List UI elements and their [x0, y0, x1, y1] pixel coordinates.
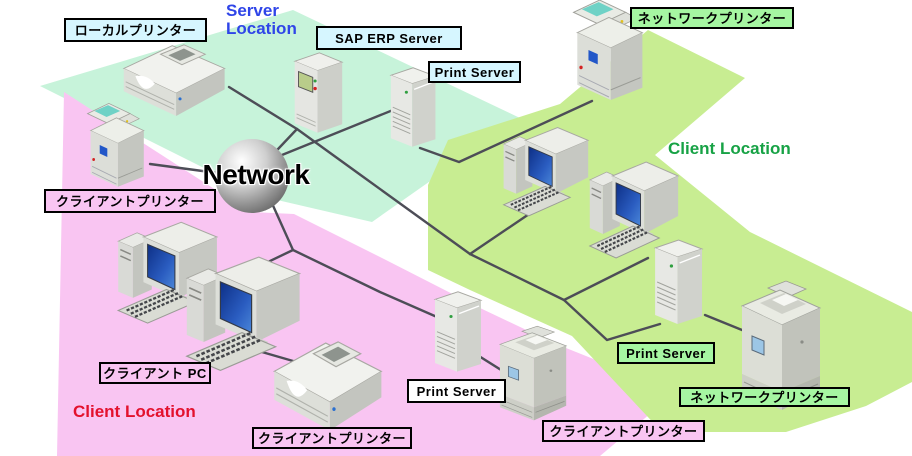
network-hub-label: Network — [202, 159, 310, 190]
client-printer-left-label: クライアントプリンター — [44, 189, 216, 213]
cable-hub-printserver-top — [275, 106, 400, 159]
client-location-left-title: Client Location — [73, 402, 196, 421]
cable-branch-pc-right-2 — [562, 256, 650, 302]
cable-trunk-right — [295, 127, 472, 256]
client-printer-bottom-right-label: クライアントプリンター — [542, 420, 705, 442]
sap-erp-server-label: SAP ERP Server — [316, 26, 462, 50]
cable-branch-pc-right-1 — [468, 208, 537, 256]
print-server-right-label: Print Server — [617, 342, 715, 364]
print-server-bottom-device — [434, 291, 482, 373]
print-server-bottom-label: Print Server — [407, 379, 506, 403]
print-server-top-label: Print Server — [428, 61, 521, 83]
client-printer-bottom-label: クライアントプリンター — [252, 427, 412, 449]
cable-printserver-network-printer-right — [703, 313, 744, 332]
client-pc-label: クライアント PC — [99, 362, 211, 384]
cable-printserver-network-copier — [418, 99, 594, 164]
cable-branch-printserver-right — [562, 298, 662, 342]
sap-erp-server-device — [294, 52, 343, 134]
network-sphere — [215, 139, 289, 213]
server-location-title: Server Location — [226, 1, 297, 38]
network-printer-bottom-right-label: ネットワークプリンター — [679, 387, 850, 407]
print-server-right-device — [654, 239, 703, 325]
local-printer-label: ローカルプリンター — [64, 18, 207, 42]
network-printer-top-label: ネットワークプリンター — [630, 7, 794, 29]
client-location-right-title: Client Location — [668, 139, 791, 158]
cable-local-printer — [227, 85, 299, 131]
cable-trunk-right-lower — [468, 252, 566, 302]
cable-trunk-left — [264, 188, 439, 319]
